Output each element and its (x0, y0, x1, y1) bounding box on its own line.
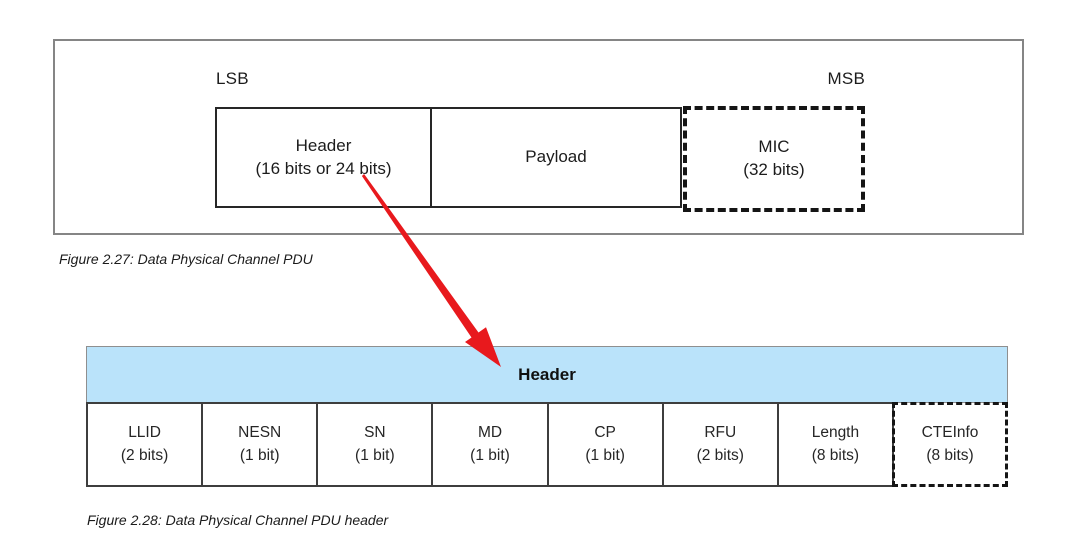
pdu-field-header: Header (16 bits or 24 bits) (215, 107, 432, 208)
header-table-title-band: Header (86, 346, 1008, 403)
header-field-length-size: (8 bits) (811, 446, 860, 464)
header-field-cp: CP (1 bit) (549, 404, 664, 485)
pdu-field-header-name: Header (295, 135, 352, 155)
header-field-length: Length (8 bits) (779, 404, 892, 485)
header-field-sn: SN (1 bit) (318, 404, 434, 485)
header-field-md: MD (1 bit) (433, 404, 549, 485)
header-field-nesn: NESN (1 bit) (203, 404, 319, 485)
header-field-sn-size: (1 bit) (355, 446, 395, 464)
header-field-cteinfo-name: CTEInfo (921, 424, 979, 442)
header-field-nesn-name: NESN (238, 424, 282, 442)
header-table-title: Header (518, 364, 576, 384)
header-field-llid: LLID (2 bits) (88, 404, 204, 485)
lsb-label: LSB (216, 69, 249, 88)
header-table-fields-row: LLID (2 bits) NESN (1 bit) SN (1 bit) MD… (86, 402, 894, 487)
header-field-cteinfo: CTEInfo (8 bits) (892, 402, 1008, 487)
header-field-llid-name: LLID (128, 424, 161, 442)
header-field-length-name: Length (811, 424, 860, 442)
pdu-field-payload: Payload (430, 107, 682, 208)
header-field-rfu: RFU (2 bits) (664, 404, 779, 485)
header-field-llid-size: (2 bits) (120, 446, 169, 464)
header-field-md-size: (1 bit) (470, 446, 510, 464)
header-field-cp-name: CP (594, 424, 616, 442)
pdu-field-mic-name: MIC (758, 137, 790, 157)
header-field-cp-size: (1 bit) (585, 446, 625, 464)
pdu-field-mic-size: (32 bits) (743, 160, 805, 179)
header-field-rfu-size: (2 bits) (696, 446, 744, 464)
header-field-sn-name: SN (364, 424, 386, 442)
pdu-field-header-size: (16 bits or 24 bits) (255, 158, 392, 178)
pdu-field-mic: MIC (32 bits) (683, 106, 865, 212)
header-field-rfu-name: RFU (704, 424, 737, 442)
header-field-cteinfo-size: (8 bits) (926, 446, 974, 464)
header-field-nesn-size: (1 bit) (239, 446, 280, 464)
figure-2-27-caption: Figure 2.27: Data Physical Channel PDU (59, 251, 313, 267)
header-field-md-name: MD (477, 424, 503, 442)
msb-label: MSB (827, 69, 865, 88)
figure-2-28-caption: Figure 2.28: Data Physical Channel PDU h… (87, 512, 389, 528)
pdu-field-payload-name: Payload (525, 147, 587, 167)
